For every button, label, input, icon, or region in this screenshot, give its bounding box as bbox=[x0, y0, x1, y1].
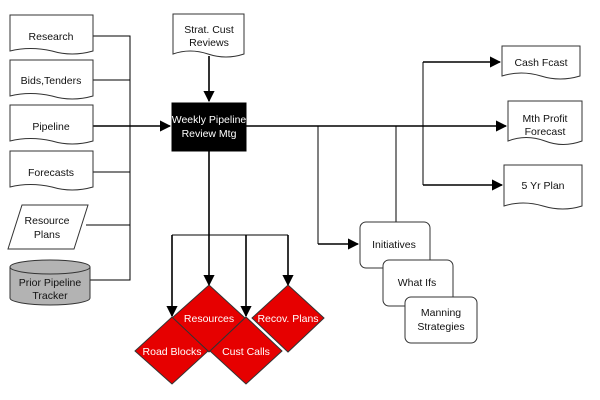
bids-tenders-label: Bids,Tenders bbox=[21, 75, 82, 87]
recov-plans-label: Recov. Plans bbox=[257, 313, 318, 325]
mth-profit-forecast-document: Mth Profit Forecast bbox=[507, 100, 583, 145]
research-document: Research bbox=[9, 14, 94, 55]
forecasts-label: Forecasts bbox=[28, 167, 74, 179]
cust-calls-label: Cust Calls bbox=[222, 346, 270, 358]
strat-cust-label-2: Reviews bbox=[189, 37, 229, 49]
five-yr-plan-label: 5 Yr Plan bbox=[522, 180, 565, 192]
manning-strategies-card: Manning Strategies bbox=[404, 296, 478, 344]
resources-label: Resources bbox=[184, 313, 234, 325]
resources-diamond: Resources bbox=[171, 284, 246, 353]
strat-cust-label-1: Strat. Cust bbox=[184, 24, 234, 36]
weekly-pipeline-review-box: Weekly Pipeline Review Mtg bbox=[171, 102, 247, 152]
connectors bbox=[86, 35, 508, 318]
mth-profit-label-1: Mth Profit bbox=[523, 113, 568, 125]
research-label: Research bbox=[29, 31, 74, 43]
strat-cust-reviews-document: Strat. Cust Reviews bbox=[172, 13, 245, 58]
prior-tracker-label-1: Prior Pipeline bbox=[19, 277, 82, 289]
tracker-connector bbox=[90, 126, 131, 281]
manning-label-1: Manning bbox=[421, 307, 461, 319]
cash-fcast-label: Cash Fcast bbox=[514, 57, 567, 69]
central-label-2: Review Mtg bbox=[182, 128, 237, 140]
prior-tracker-label-2: Tracker bbox=[32, 290, 68, 302]
what-ifs-label: What Ifs bbox=[398, 277, 437, 289]
recov-plans-diamond: Recov. Plans bbox=[251, 284, 325, 353]
cash-fcast-document: Cash Fcast bbox=[501, 45, 581, 80]
resource-plans-parallelogram: Resource Plans bbox=[7, 204, 89, 250]
pipeline-document: Pipeline bbox=[9, 104, 94, 145]
road-blocks-diamond: Road Blocks bbox=[134, 316, 209, 385]
pipeline-label: Pipeline bbox=[32, 121, 70, 133]
initiatives-label: Initiatives bbox=[372, 239, 416, 251]
forecasts-document: Forecasts bbox=[9, 150, 94, 191]
resource-plans-label-1: Resource bbox=[25, 215, 70, 227]
research-connector bbox=[93, 35, 131, 126]
resource-plans-label-2: Plans bbox=[34, 229, 60, 241]
mth-profit-label-2: Forecast bbox=[525, 126, 566, 138]
road-blocks-label: Road Blocks bbox=[143, 346, 202, 358]
what-ifs-card: What Ifs bbox=[382, 259, 454, 307]
bids-tenders-document: Bids,Tenders bbox=[9, 59, 94, 100]
manning-label-2: Strategies bbox=[417, 321, 464, 333]
prior-tracker-cylinder: Prior Pipeline Tracker bbox=[9, 259, 91, 306]
central-label-1: Weekly Pipeline bbox=[172, 114, 247, 126]
cust-calls-diamond: Cust Calls bbox=[209, 316, 283, 385]
five-yr-plan-document: 5 Yr Plan bbox=[503, 164, 583, 210]
